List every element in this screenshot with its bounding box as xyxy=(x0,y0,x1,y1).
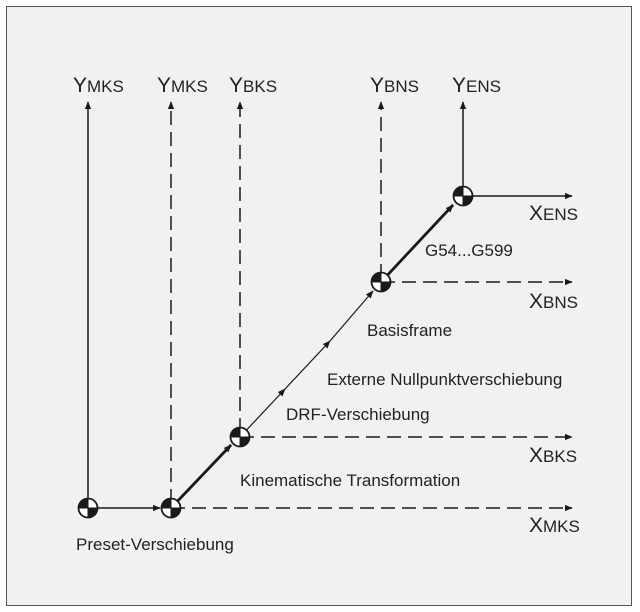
y-mks-label-1: YMKS xyxy=(73,74,124,97)
origin-symbol-icon xyxy=(370,271,392,293)
origin-symbol-icon xyxy=(229,426,251,448)
basisframe-arrow xyxy=(329,290,374,342)
externe-nullpunktverschiebung-label: Externe Nullpunktverschiebung xyxy=(327,370,562,389)
drf-shift-arrow-1 xyxy=(239,388,286,438)
g54-g599-label: G54...G599 xyxy=(425,241,513,260)
kinematische-transformation-label: Kinematische Transformation xyxy=(240,471,460,490)
y-bns-label: YBNS xyxy=(370,74,419,97)
kinematic-transform-arrow xyxy=(169,444,233,509)
g54-g599-arrow xyxy=(379,204,455,283)
x-ens-label: XENS xyxy=(529,202,578,225)
x-bks-label: XBKS xyxy=(529,444,577,467)
x-mks-label: XMKS xyxy=(529,514,580,537)
y-bks-label: YBKS xyxy=(229,74,277,97)
preset-verschiebung-label: Preset-Verschiebung xyxy=(76,535,234,554)
y-mks-label-2: YMKS xyxy=(157,74,208,97)
basisframe-label: Basisframe xyxy=(367,321,452,340)
x-bns-label: XBNS xyxy=(529,290,578,313)
y-ens-label: YENS xyxy=(452,74,501,97)
origin-symbol-icon xyxy=(160,497,182,519)
origin-symbol-icon xyxy=(77,497,99,519)
origin-symbol-icon xyxy=(452,185,474,207)
drf-shift-arrow-2 xyxy=(284,340,331,390)
drf-verschiebung-label: DRF-Verschiebung xyxy=(286,405,430,424)
diagram-frame xyxy=(6,6,632,606)
